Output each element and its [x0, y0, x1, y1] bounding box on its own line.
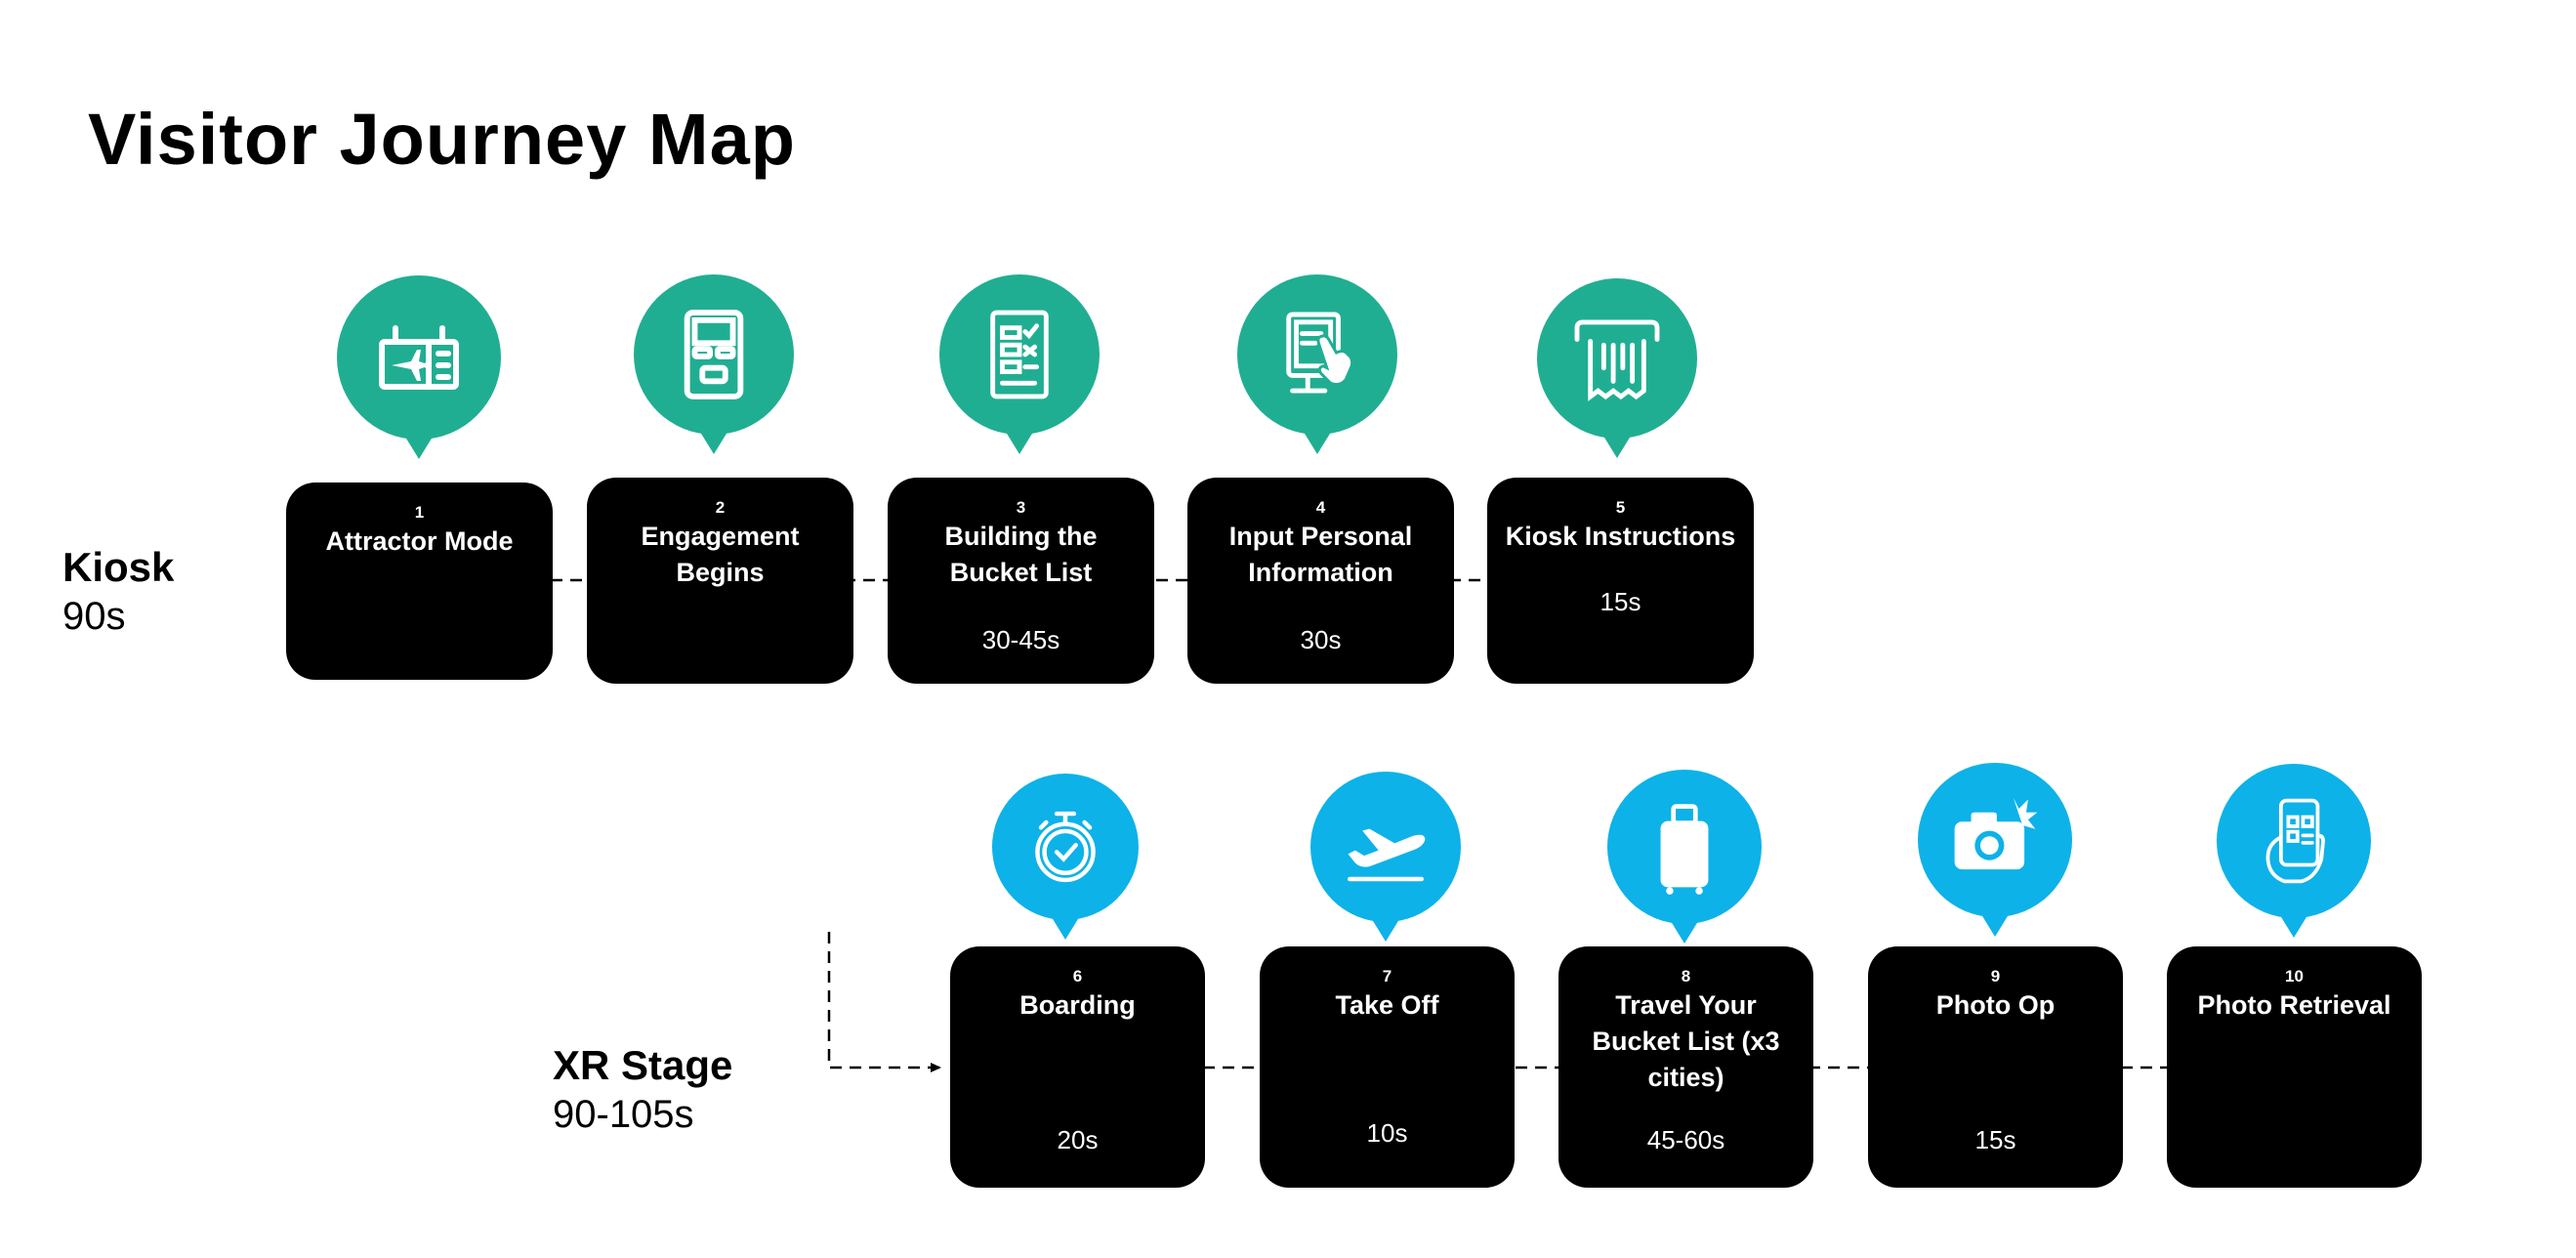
step-6-pin: [990, 772, 1141, 944]
checklist-icon: [990, 310, 1049, 399]
step-5-pin: [1535, 276, 1699, 462]
step-2-pin: [632, 273, 796, 458]
step-number: 2: [715, 498, 726, 517]
row-duration: 90-105s: [553, 1093, 694, 1136]
step-title: Input Personal Information: [1228, 522, 1413, 587]
step-title: Kiosk Instructions: [1505, 522, 1736, 551]
step-7-pin: [1309, 770, 1463, 945]
step-title: Photo Retrieval: [2197, 990, 2391, 1020]
row-name: Kiosk: [62, 544, 175, 590]
step-duration: 45-60s: [1646, 1125, 1725, 1154]
step-duration: 10s: [1366, 1118, 1408, 1148]
xr-entry-arrow: [827, 932, 941, 1072]
step-number: 4: [1315, 498, 1326, 517]
page-title: Visitor Journey Map: [88, 99, 796, 180]
step-number: 6: [1072, 967, 1083, 985]
step-number: 10: [2285, 967, 2304, 985]
step-title: Engagement Begins: [641, 522, 800, 587]
row-duration: 90s: [62, 595, 126, 638]
step-title: Take Off: [1335, 990, 1439, 1020]
step-number: 1: [414, 503, 425, 522]
departure-board-icon: [379, 325, 459, 390]
step-title: Attractor Mode: [325, 526, 514, 556]
phone-qr-icon: [2265, 798, 2325, 884]
step-duration: 15s: [1600, 587, 1641, 616]
row-name: XR Stage: [553, 1042, 733, 1088]
step-duration: 30-45s: [981, 625, 1060, 654]
step-4-pin: [1235, 273, 1399, 458]
camera-flash-icon: [1954, 797, 2038, 870]
row-label-kiosk: Kiosk 90s: [62, 543, 174, 641]
row-label-xr-stage: XR Stage 90-105s: [553, 1041, 732, 1139]
step-3-pin: [937, 273, 1101, 458]
step-1-pin: [335, 273, 503, 463]
touchscreen-kiosk-icon: [1286, 312, 1354, 394]
airplane-takeoff-icon: [1348, 828, 1426, 882]
stopwatch-icon: [1035, 811, 1096, 883]
step-number: 9: [1990, 967, 2001, 985]
luggage-icon: [1660, 804, 1709, 895]
kiosk-terminal-icon: [684, 310, 744, 399]
step-duration: 20s: [1057, 1125, 1099, 1154]
step-duration: 15s: [1974, 1125, 2016, 1154]
step-title: Photo Op: [1935, 990, 2056, 1020]
step-number: 8: [1681, 967, 1691, 985]
step-9-pin: [1916, 761, 2074, 941]
step-title: Boarding: [1019, 990, 1136, 1020]
step-number: 7: [1382, 967, 1392, 985]
step-title: Travel Your Bucket List (x3 cities): [1592, 990, 1780, 1092]
ticket-printer-icon: [1574, 319, 1660, 401]
step-duration: 30s: [1300, 625, 1342, 654]
step-number: 3: [1016, 498, 1026, 517]
step-8-pin: [1605, 768, 1764, 947]
step-title: Building the Bucket List: [944, 522, 1098, 587]
step-10-pin: [2215, 762, 2373, 942]
step-number: 5: [1615, 498, 1626, 517]
